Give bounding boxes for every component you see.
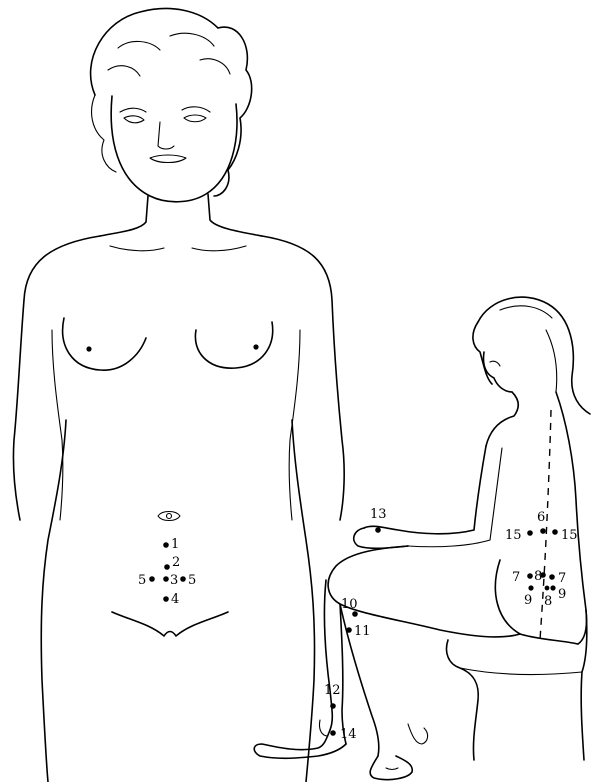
point-8-bottom-dot bbox=[545, 586, 550, 591]
point-7-left-dot bbox=[527, 573, 533, 579]
point-9-right-dot bbox=[550, 585, 555, 590]
point-3-dot bbox=[163, 576, 169, 582]
point-10-label: 10 bbox=[341, 597, 358, 612]
acupoints-front: 1 2 3 4 5 5 bbox=[138, 537, 196, 607]
acupoints-back: 6 15 15 7 8 7 9 8 9 13 10 11 12 14 bbox=[324, 507, 578, 742]
point-1-label: 1 bbox=[171, 537, 179, 552]
point-1-dot bbox=[163, 542, 169, 548]
point-7-right-label: 7 bbox=[558, 571, 566, 586]
point-11-dot bbox=[346, 627, 352, 633]
point-9-left-label: 9 bbox=[524, 593, 532, 608]
point-5-left-dot bbox=[149, 576, 155, 582]
point-3-label: 3 bbox=[170, 573, 178, 588]
point-7-right-dot bbox=[549, 574, 555, 580]
point-8-bottom-label: 8 bbox=[544, 594, 552, 609]
point-15-right-dot bbox=[552, 529, 558, 535]
point-2-label: 2 bbox=[172, 555, 180, 570]
point-10-dot bbox=[352, 611, 358, 617]
point-4-label: 4 bbox=[171, 592, 179, 607]
point-11-label: 11 bbox=[354, 624, 371, 639]
seated-female-back-icon bbox=[254, 297, 590, 779]
point-15-right-label: 15 bbox=[561, 528, 578, 543]
standing-female-front-icon bbox=[13, 9, 344, 782]
point-15-left-label: 15 bbox=[505, 528, 522, 543]
point-12-label: 12 bbox=[324, 683, 341, 698]
point-14-label: 14 bbox=[340, 727, 357, 742]
point-2-dot bbox=[164, 564, 170, 570]
point-5-left-label: 5 bbox=[138, 573, 146, 588]
point-9-left-dot bbox=[528, 585, 533, 590]
point-6-dot bbox=[540, 528, 546, 534]
point-5-right-label: 5 bbox=[188, 573, 196, 588]
point-13-dot bbox=[375, 527, 381, 533]
point-14-dot bbox=[330, 730, 336, 736]
point-7-left-label: 7 bbox=[512, 570, 520, 585]
point-8-top-label: 8 bbox=[534, 569, 542, 584]
point-15-left-dot bbox=[527, 530, 533, 536]
point-5-right-dot bbox=[180, 576, 186, 582]
point-9-right-label: 9 bbox=[558, 587, 566, 602]
point-4-dot bbox=[163, 596, 169, 602]
point-12-dot bbox=[330, 703, 336, 709]
point-6-label: 6 bbox=[537, 510, 545, 525]
point-13-label: 13 bbox=[370, 507, 387, 522]
